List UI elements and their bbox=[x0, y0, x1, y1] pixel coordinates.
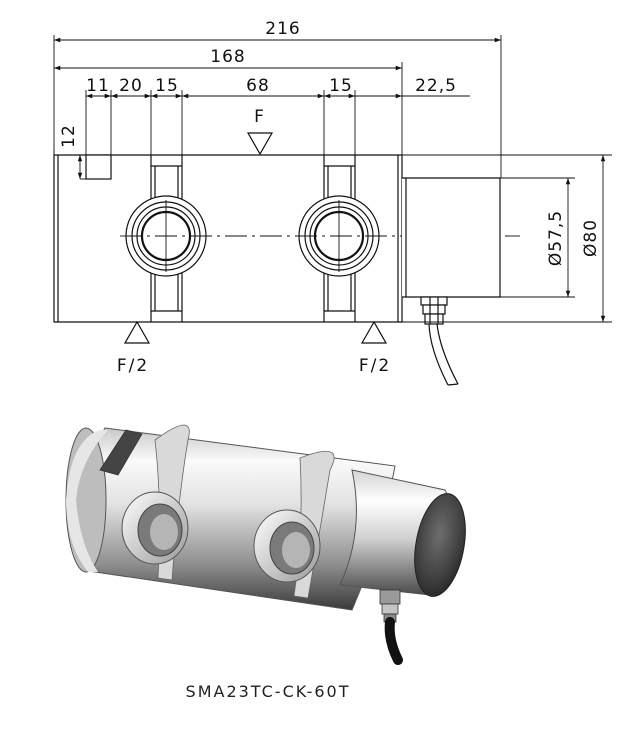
technical-drawing bbox=[53, 35, 612, 386]
support-label-left: F/2 bbox=[117, 356, 149, 376]
dim-216: 216 bbox=[265, 19, 300, 39]
dim-dia-80: Ø80 bbox=[581, 219, 601, 257]
render-bore-left bbox=[121, 491, 189, 565]
force-arrow-top bbox=[246, 132, 274, 156]
support-arrow-left bbox=[123, 320, 151, 344]
render-end-cap bbox=[414, 493, 466, 597]
render-bore-right bbox=[253, 509, 321, 583]
dim-22-5: 22,5 bbox=[415, 76, 457, 96]
dim-168: 168 bbox=[210, 47, 245, 67]
render-connector bbox=[379, 589, 403, 665]
force-label-top: F bbox=[254, 107, 266, 127]
dim-12: 12 bbox=[59, 124, 79, 148]
dim-11: 11 bbox=[86, 76, 110, 96]
product-render bbox=[65, 424, 466, 665]
dim-15-right: 15 bbox=[329, 76, 353, 96]
extension-lines bbox=[53, 35, 612, 323]
product-caption: SMA23TC-CK-60T bbox=[186, 682, 351, 701]
dimension-lines bbox=[54, 37, 606, 322]
dim-dia-57-5: Ø57,5 bbox=[546, 210, 566, 266]
cable-connector bbox=[420, 296, 459, 386]
support-label-right: F/2 bbox=[359, 356, 391, 376]
dim-68: 68 bbox=[246, 76, 270, 96]
dim-15-left: 15 bbox=[155, 76, 179, 96]
dimension-labels: 216 168 11 20 15 68 15 22,5 12 Ø57,5 Ø80 bbox=[59, 19, 601, 266]
render-notch bbox=[99, 429, 143, 476]
end-cylinder bbox=[402, 177, 501, 298]
dim-20: 20 bbox=[119, 76, 143, 96]
support-arrow-right bbox=[360, 320, 388, 344]
